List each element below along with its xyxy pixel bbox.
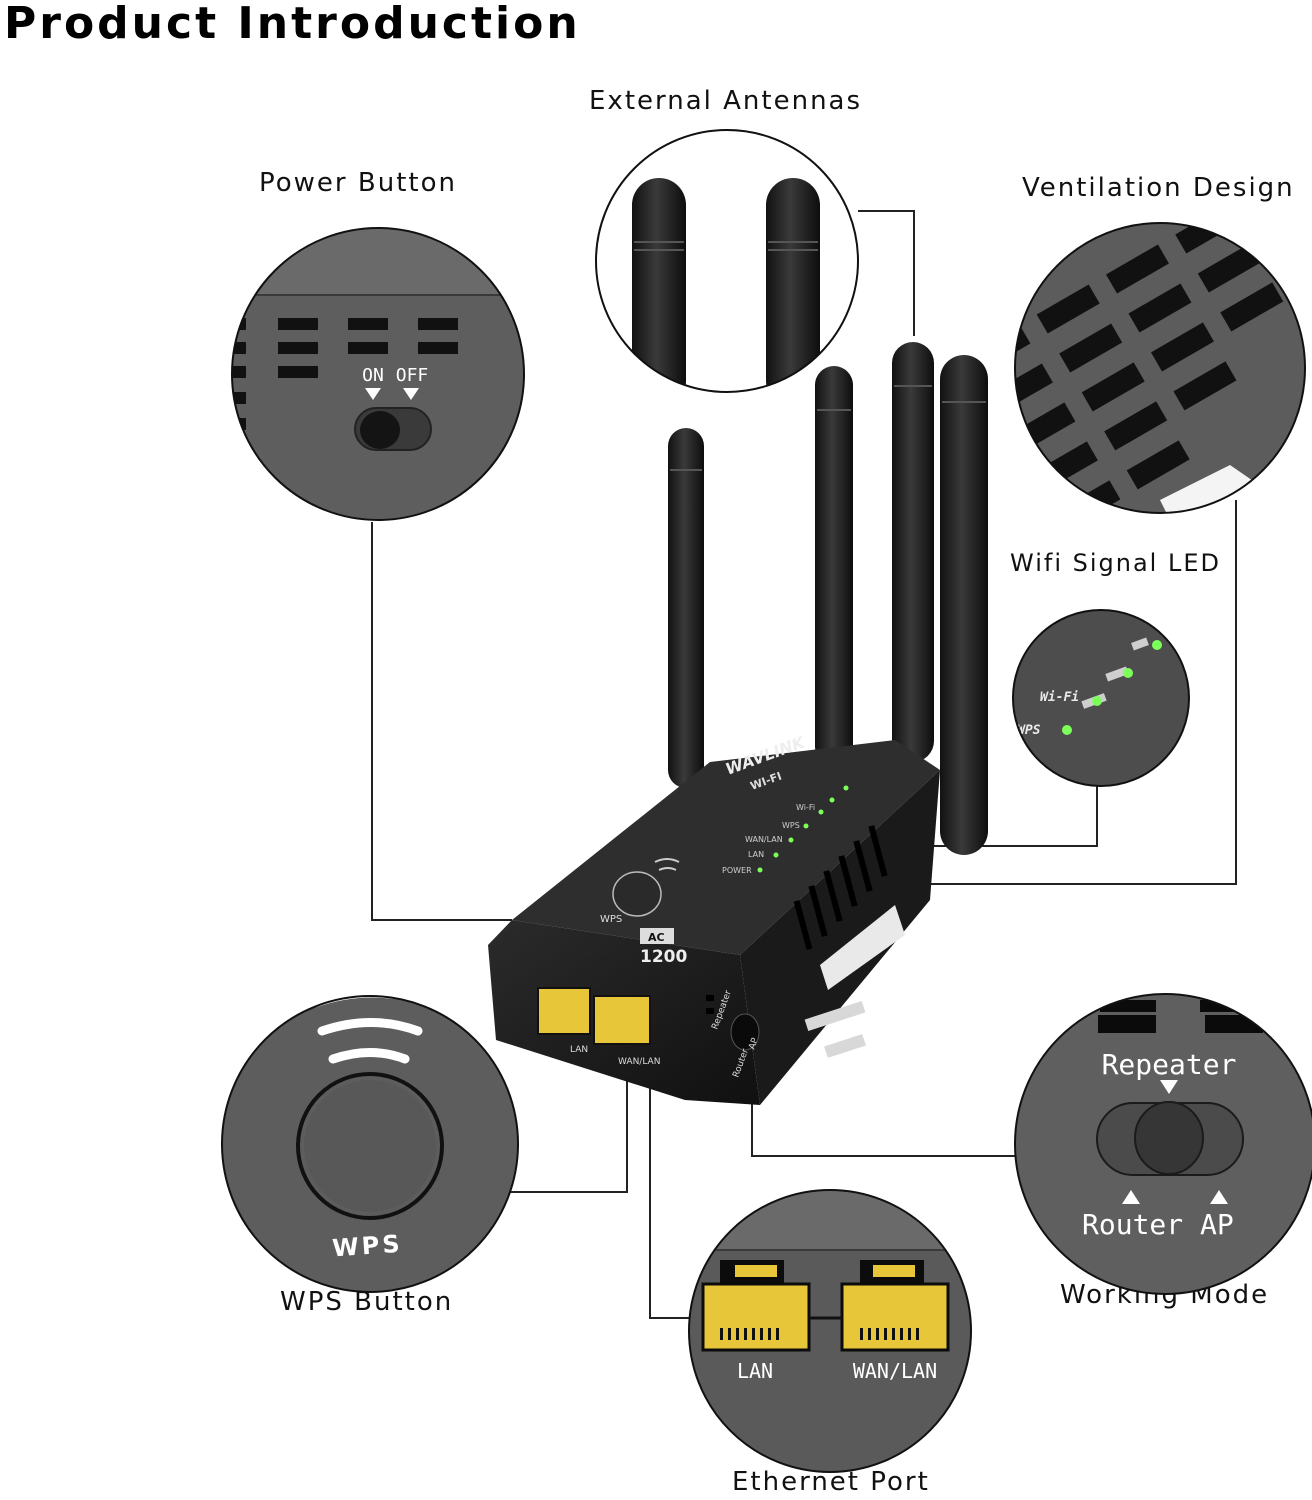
- mode-switch-knob: [1134, 1101, 1204, 1175]
- led-dots: [1062, 640, 1162, 735]
- external-antennas-label: External Antennas: [589, 86, 863, 116]
- led-wps-text: WPS: [1017, 723, 1041, 738]
- wps-detail-text: WPS: [331, 1230, 403, 1263]
- page-title: Product Introduction: [4, 0, 581, 49]
- antenna-left: [632, 178, 686, 392]
- wps-connector-line: [498, 1055, 628, 1193]
- device-badge-bottom: 1200: [640, 947, 687, 967]
- device-badge-top: AC: [648, 931, 665, 944]
- ventilation-design-detail: [1014, 222, 1306, 514]
- wifi-signal-led-detail: Wi-Fi WPS: [1012, 609, 1190, 787]
- device-port-label: WAN/LAN: [618, 1057, 660, 1067]
- ventilation-connector-line: [895, 500, 1237, 885]
- device-led-label: LAN: [748, 850, 764, 859]
- device-port-wan-lan: [593, 995, 651, 1045]
- wifi-signal-led-label: Wifi Signal LED: [1010, 549, 1221, 577]
- device-port-lan: [537, 987, 591, 1035]
- device-wps-label: WPS: [600, 914, 622, 925]
- wps-signal-arc-2: [317, 1018, 423, 1036]
- power-button-label: Power Button: [259, 168, 457, 198]
- router-text: Router: [1082, 1208, 1183, 1241]
- ethernet-connector-line: [649, 1075, 690, 1319]
- device-side-face: [740, 770, 940, 1105]
- device-antenna-4: [940, 355, 988, 855]
- device-port-label: LAN: [570, 1045, 588, 1055]
- lan-text: LAN: [737, 1359, 773, 1383]
- wps-button-detail: WPS: [221, 995, 519, 1293]
- device-switch-label: AP: [747, 1036, 761, 1051]
- working-mode-detail: Repeater Router AP: [1014, 993, 1312, 1295]
- device-antenna-1: [668, 428, 704, 788]
- repeater-text: Repeater: [1102, 1048, 1237, 1081]
- connector-lines: [371, 210, 1237, 1319]
- ventilation-design-label: Ventilation Design: [1022, 173, 1295, 203]
- wan-lan-text: WAN/LAN: [853, 1359, 937, 1383]
- device-led-label: WAN/LAN: [745, 835, 783, 844]
- device-led-label: Wi-Fi: [796, 803, 815, 812]
- ethernet-port-wan-lan: [840, 1282, 950, 1352]
- ap-text: AP: [1200, 1208, 1234, 1241]
- device-antenna-2: [815, 366, 853, 766]
- antenna-connector-line: [858, 210, 915, 336]
- switch-on-text: ON: [362, 365, 384, 386]
- antenna-right: [766, 178, 820, 392]
- led-wifi-text: Wi-Fi: [1040, 690, 1079, 705]
- power-connector-line: [371, 522, 512, 921]
- mode-connector-line: [751, 1080, 1016, 1157]
- wps-button-ring: [296, 1072, 444, 1220]
- device-led-label: POWER: [722, 866, 752, 875]
- ethernet-port-lan: [701, 1282, 811, 1352]
- power-switch-knob: [360, 411, 400, 449]
- wps-signal-arc-3: [328, 1048, 410, 1064]
- router-device: WAVLINK WI-FI Wi-Fi WPS WAN/LAN LAN POWE…: [488, 342, 988, 1105]
- power-button-detail: ON OFF: [231, 227, 525, 521]
- device-led-label: WPS: [782, 821, 800, 830]
- external-antennas-detail: [595, 129, 859, 393]
- device-mode-switch: [730, 1013, 760, 1051]
- device-wps-button: [612, 871, 662, 917]
- wps-button-face: [304, 1080, 436, 1212]
- device-antenna-3: [892, 342, 934, 762]
- switch-off-text: OFF: [396, 365, 429, 386]
- ethernet-port-detail: LAN WAN/LAN: [688, 1189, 972, 1473]
